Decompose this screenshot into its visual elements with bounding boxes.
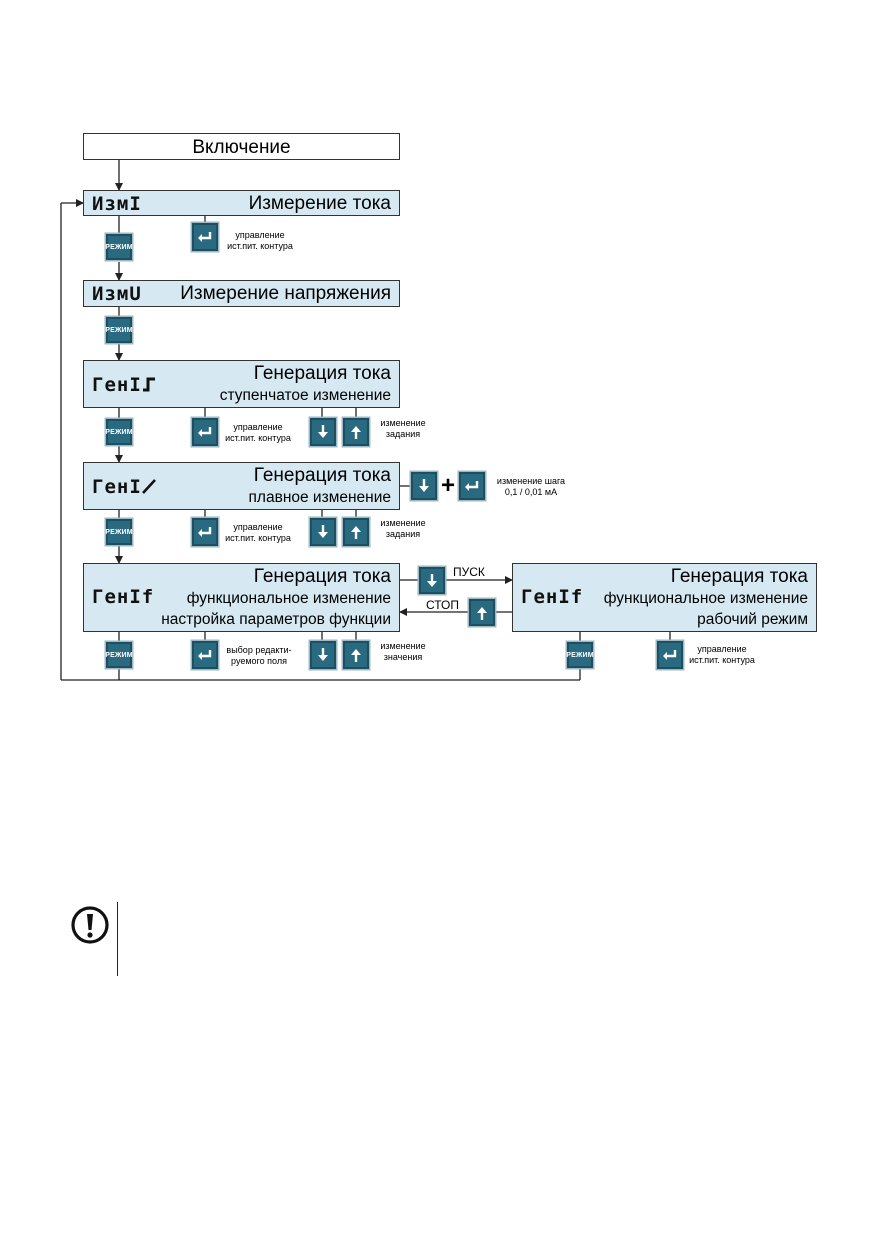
lcd-display: ГенI (92, 374, 142, 396)
arrow-down-icon (318, 525, 328, 538)
up-key[interactable] (469, 599, 495, 626)
mode-key[interactable]: РЕЖИМ (105, 519, 133, 545)
plus-sign: + (441, 472, 456, 499)
enter-key[interactable] (192, 223, 218, 251)
enter-icon (198, 527, 212, 537)
down-key[interactable] (419, 567, 445, 594)
state-current-generation-smooth: ГенI Генерация тока плавное изменение (83, 462, 400, 510)
state-title: Генерация тока (253, 566, 391, 587)
state-subtitle: плавное изменение (248, 489, 391, 506)
enter-icon (663, 650, 677, 660)
enter-icon (465, 481, 479, 491)
arrow-down-icon (318, 648, 328, 661)
state-subtitle: функциональное изменение (603, 590, 808, 607)
arrow-up-icon (351, 649, 361, 662)
lcd-display: ИзмU (92, 283, 142, 305)
mode-key[interactable]: РЕЖИМ (105, 419, 133, 445)
state-title: Генерация тока (670, 566, 808, 587)
lcd-display: ИзмI (92, 193, 142, 215)
enter-icon (198, 232, 212, 242)
enter-icon (198, 650, 212, 660)
mode-key[interactable]: РЕЖИМ (105, 234, 133, 260)
enter-key[interactable] (657, 641, 683, 669)
step-change-icon (143, 377, 155, 392)
enter-key[interactable] (192, 641, 218, 669)
state-current-generation-function-setup: ГенIf Генерация тока функциональное изме… (83, 563, 400, 632)
state-voltage-measurement: ИзмU Измерение напряжения (83, 280, 400, 307)
state-current-measurement: ИзмI Измерение тока (83, 190, 400, 216)
mode-key-label: РЕЖИМ (105, 243, 133, 251)
down-key[interactable] (310, 518, 336, 546)
mode-key-label: РЕЖИМ (566, 651, 594, 659)
warning-divider (117, 902, 119, 976)
up-key[interactable] (343, 418, 369, 446)
power-on-box: Включение (83, 133, 400, 160)
up-key[interactable] (343, 518, 369, 546)
state-subtitle-2: настройка параметров функции (161, 611, 391, 628)
ramp-change-icon (142, 479, 156, 494)
arrow-up-icon (477, 606, 487, 620)
lcd-display: ГенIf (521, 586, 584, 608)
arrow-down-icon (318, 425, 328, 438)
state-title: Генерация тока (253, 363, 391, 384)
mode-key-label: РЕЖИМ (105, 326, 133, 334)
state-title: Измерение напряжения (180, 283, 391, 304)
mode-key[interactable]: РЕЖИМ (566, 642, 594, 668)
state-title: Генерация тока (253, 465, 391, 486)
note-field-select: выбор редакти-руемого поля (226, 645, 292, 666)
lcd-display: ГенI (92, 476, 142, 498)
state-subtitle-2: рабочий режим (697, 611, 808, 628)
arrow-up-icon (351, 426, 361, 439)
mode-key[interactable]: РЕЖИМ (105, 642, 133, 668)
state-title: Измерение тока (248, 193, 391, 214)
mode-key-label: РЕЖИМ (105, 428, 133, 436)
up-key[interactable] (343, 641, 369, 669)
enter-key[interactable] (459, 472, 485, 500)
state-current-generation-function-run: ГенIf Генерация тока функциональное изме… (512, 563, 817, 632)
state-subtitle: функциональное изменение (186, 590, 391, 607)
state-subtitle: ступенчатое изменение (219, 387, 391, 404)
warning-icon (71, 906, 109, 944)
down-key[interactable] (310, 418, 336, 446)
enter-icon (198, 427, 212, 437)
stop-label: СТОП (426, 598, 460, 612)
arrow-down-icon (419, 479, 429, 492)
mode-key-label: РЕЖИМ (105, 651, 133, 659)
down-key[interactable] (411, 472, 437, 500)
arrow-down-icon (427, 573, 437, 587)
down-key[interactable] (310, 641, 336, 669)
mode-key[interactable]: РЕЖИМ (105, 317, 133, 343)
lcd-display: ГенIf (92, 586, 155, 608)
mode-key-label: РЕЖИМ (105, 528, 133, 536)
enter-key[interactable] (192, 418, 218, 446)
enter-key[interactable] (192, 518, 218, 546)
arrow-up-icon (351, 526, 361, 539)
state-current-generation-step: ГенI Генерация тока ступенчатое изменени… (83, 360, 400, 408)
power-on-label: Включение (192, 137, 291, 158)
start-label: ПУСК (453, 565, 485, 579)
